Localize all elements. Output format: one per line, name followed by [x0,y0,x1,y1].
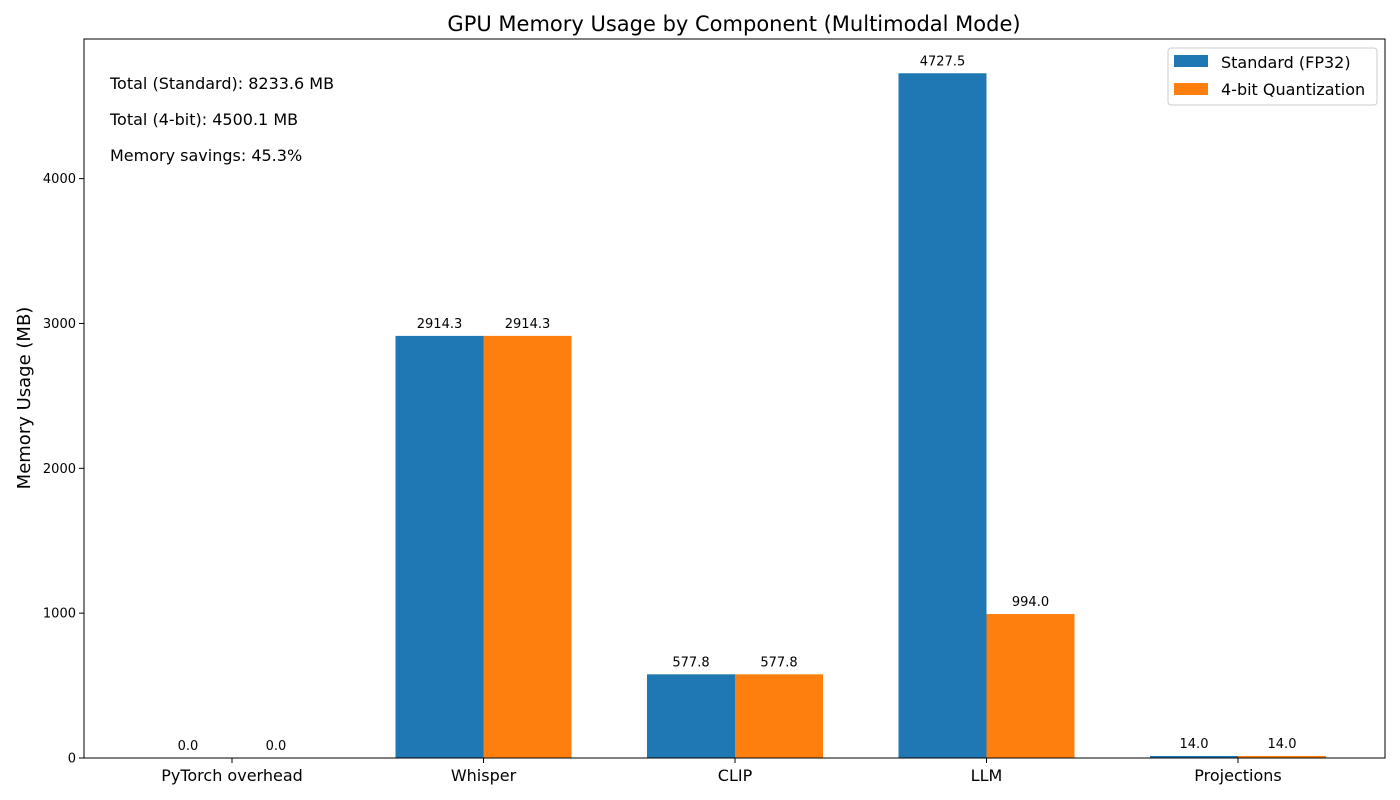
legend-box [1167,47,1378,106]
bar-standard-fp32-projections [1150,755,1238,758]
y-tick-label: 4000 [43,172,76,187]
bar-4-bit-quantization-clip [735,674,823,758]
y-tick-label: 1000 [43,607,76,622]
legend: Standard (FP32) 4-bit Quantization [1167,47,1378,106]
x-tick-label-clip: CLIP [718,766,753,785]
data-label-standard-fp32-whisper: 2914.3 [417,317,463,332]
data-label-4-bit-quantization-projections: 14.0 [1268,737,1297,752]
annotation-memory-savings: Memory savings: 45.3% [110,146,302,165]
annotations: Total (Standard): 8233.6 MB Total (4-bit… [109,74,334,165]
data-label-4-bit-quantization-llm: 994.0 [1012,595,1049,610]
legend-swatch-4bit [1174,83,1208,95]
legend-swatch-standard [1174,55,1208,67]
bar-4-bit-quantization-projections [1238,755,1326,758]
data-label-4-bit-quantization-whisper: 2914.3 [505,317,551,332]
x-axis: PyTorch overhead Whisper CLIP LLM Projection… [161,758,1282,785]
data-label-4-bit-quantization-pytorch-overhead: 0.0 [266,739,287,754]
y-axis-label: Memory Usage (MB) [14,307,35,490]
data-label-standard-fp32-projections: 14.0 [1180,737,1209,752]
y-tick-label: 2000 [43,462,76,477]
chart-title: GPU Memory Usage by Component (Multimoda… [447,12,1020,36]
bar-standard-fp32-whisper [395,335,484,758]
data-label-4-bit-quantization-clip: 577.8 [760,655,797,670]
x-tick-label-projections: Projections [1194,766,1281,785]
bar-4-bit-quantization-llm [986,614,1075,758]
y-tick-label: 3000 [43,317,76,332]
data-labels-group: 0.0 2914.3 577.8 4727.5 14.0 0.0 2914.3 577.8 99… [178,54,1297,754]
legend-label-standard: Standard (FP32) [1221,53,1351,72]
x-tick-label-whisper: Whisper [451,766,517,785]
data-label-standard-fp32-pytorch-overhead: 0.0 [178,739,199,754]
data-label-standard-fp32-clip: 577.8 [672,655,709,670]
bar-standard-fp32-llm [898,73,987,758]
bar-standard-fp32-clip [647,674,735,758]
annotation-total-4bit: Total (4-bit): 4500.1 MB [109,110,298,129]
legend-label-4bit: 4-bit Quantization [1221,80,1365,99]
x-tick-label-llm: LLM [971,766,1003,785]
plot-frame [83,38,1386,759]
data-label-standard-fp32-llm: 4727.5 [920,54,966,69]
x-tick-label-pytorch-overhead: PyTorch overhead [161,766,303,785]
bars-group [395,73,1326,758]
y-axis: 0 1000 2000 3000 4000 [43,172,84,767]
bar-4-bit-quantization-whisper [483,335,572,758]
annotation-total-standard: Total (Standard): 8233.6 MB [109,74,334,93]
y-tick-label: 0 [68,752,76,767]
